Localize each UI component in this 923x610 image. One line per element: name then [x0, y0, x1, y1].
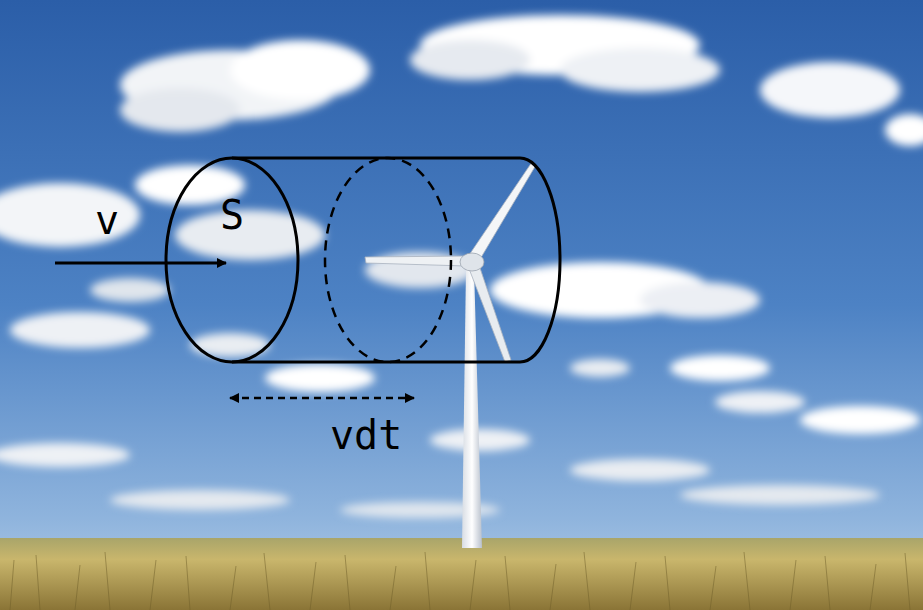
cylinder-bottom	[232, 361, 520, 364]
cylinder-end	[520, 158, 560, 362]
clouds	[0, 15, 923, 518]
cross-section-ellipse: S	[166, 158, 298, 362]
ellipse-outline	[166, 158, 298, 362]
length-arrow	[230, 397, 414, 400]
velocity-label: v	[95, 200, 119, 240]
dashed-section	[325, 158, 451, 362]
velocity-arrow	[55, 262, 226, 265]
wind-turbine	[365, 162, 536, 548]
cylinder-top	[232, 157, 520, 160]
area-label: S	[220, 195, 244, 235]
grass-texture	[10, 552, 910, 610]
length-label: vdt	[330, 415, 402, 455]
